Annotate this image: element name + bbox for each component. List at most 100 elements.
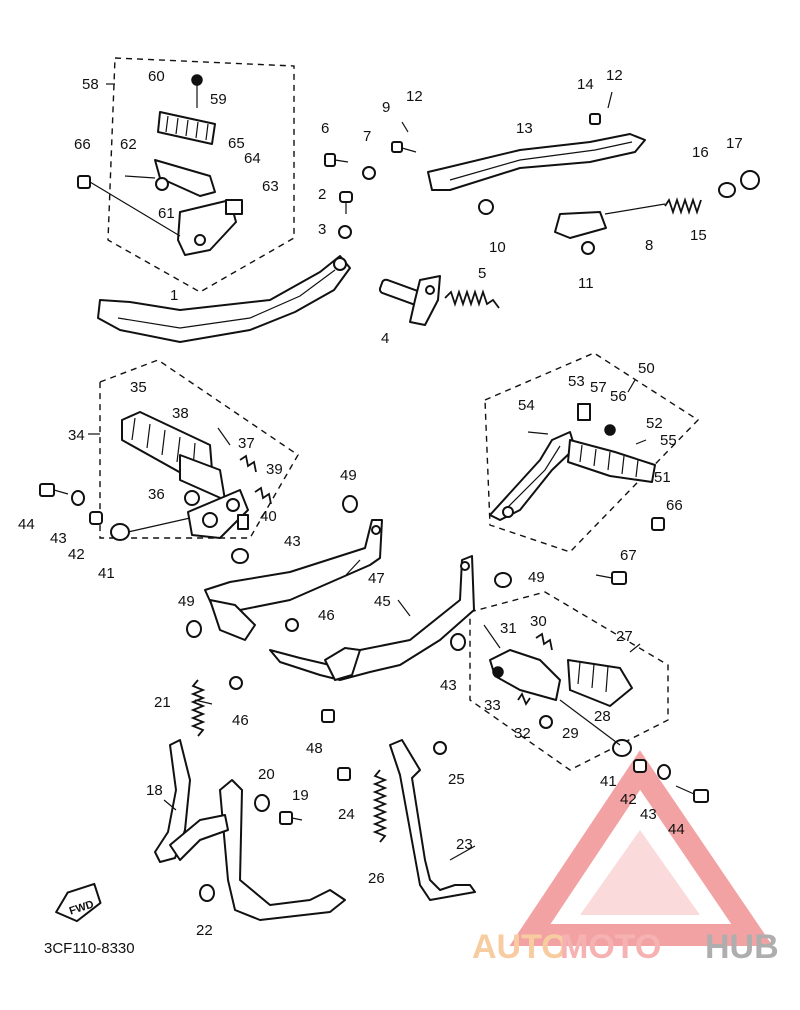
callout-43d: 43 <box>640 806 657 823</box>
callout-62: 62 <box>120 136 137 153</box>
callout-33: 33 <box>484 697 501 714</box>
callout-37: 37 <box>238 435 255 452</box>
callout-50: 50 <box>638 360 655 377</box>
footrest-assembly-34 <box>121 411 272 539</box>
callout-43c: 43 <box>440 677 457 694</box>
callout-22: 22 <box>196 922 213 939</box>
callout-43a: 43 <box>50 530 67 547</box>
callout-46b: 46 <box>232 712 249 729</box>
drawing-code: 3CF110-8330 <box>44 940 135 957</box>
callout-57: 57 <box>590 379 607 396</box>
callout-32: 32 <box>514 725 531 742</box>
callout-24: 24 <box>338 806 355 823</box>
callout-12a: 12 <box>406 88 423 105</box>
callout-12b: 12 <box>606 67 623 84</box>
callout-19: 19 <box>292 787 309 804</box>
callout-44a: 44 <box>18 516 35 533</box>
leader-lines <box>88 83 641 861</box>
callout-38: 38 <box>172 405 189 422</box>
footrest-assembly-27 <box>483 624 633 729</box>
callout-42b: 42 <box>620 791 637 808</box>
callout-17: 17 <box>726 135 743 152</box>
left-hardware <box>39 483 249 564</box>
callout-28: 28 <box>594 708 611 725</box>
callout-3: 3 <box>318 221 326 238</box>
callout-labels: 1 2 3 4 5 6 7 8 9 10 11 12 12 13 14 15 1… <box>18 67 743 939</box>
callout-64: 64 <box>244 150 261 167</box>
callout-60: 60 <box>148 68 165 85</box>
callout-61: 61 <box>158 205 175 222</box>
callout-13: 13 <box>516 120 533 137</box>
callout-4: 4 <box>381 330 389 347</box>
callout-14: 14 <box>577 76 594 93</box>
callout-51: 51 <box>654 469 671 486</box>
callout-42a: 42 <box>68 546 85 563</box>
callout-56: 56 <box>610 388 627 405</box>
callout-27: 27 <box>616 628 633 645</box>
footrest-assembly-50 <box>489 403 665 585</box>
callout-53: 53 <box>568 373 585 390</box>
callout-45: 45 <box>374 593 391 610</box>
callout-6: 6 <box>321 120 329 137</box>
callout-66a: 66 <box>74 136 91 153</box>
callout-21: 21 <box>154 694 171 711</box>
watermark-moto: MOTO <box>560 928 661 966</box>
callout-16: 16 <box>692 144 709 161</box>
mid-brackets <box>186 495 512 690</box>
rider-bracket-assembly <box>97 91 760 343</box>
callout-26: 26 <box>368 870 385 887</box>
callout-52: 52 <box>646 415 663 432</box>
callout-59: 59 <box>210 91 227 108</box>
callout-20: 20 <box>258 766 275 783</box>
callout-41b: 41 <box>600 773 617 790</box>
footrest-assembly-58 <box>77 74 243 256</box>
callout-30: 30 <box>530 613 547 630</box>
callout-18: 18 <box>146 782 163 799</box>
callout-23: 23 <box>456 836 473 853</box>
watermark-hub: HUB <box>705 928 779 966</box>
callout-7: 7 <box>363 128 371 145</box>
callout-35: 35 <box>130 379 147 396</box>
callout-66b: 66 <box>666 497 683 514</box>
callout-63: 63 <box>262 178 279 195</box>
callout-47: 47 <box>368 570 385 587</box>
callout-11: 11 <box>578 275 594 292</box>
callout-25: 25 <box>448 771 465 788</box>
fwd-arrow-icon: FWD <box>55 882 102 923</box>
callout-49c: 49 <box>178 593 195 610</box>
callout-67: 67 <box>620 547 637 564</box>
callout-36: 36 <box>148 486 165 503</box>
callout-15: 15 <box>690 227 707 244</box>
callout-65: 65 <box>228 135 245 152</box>
callout-54: 54 <box>518 397 535 414</box>
callout-9: 9 <box>382 99 390 116</box>
callout-1: 1 <box>170 287 178 304</box>
callout-5: 5 <box>478 265 486 282</box>
watermark-auto: AUTO <box>472 928 568 966</box>
callout-44b: 44 <box>668 821 685 838</box>
assembly-box-58 <box>107 57 295 293</box>
right-hardware <box>559 699 709 803</box>
callout-8: 8 <box>645 237 653 254</box>
callout-46a: 46 <box>318 607 335 624</box>
callout-49b: 49 <box>528 569 545 586</box>
callout-2: 2 <box>318 186 326 203</box>
callout-40: 40 <box>260 508 277 525</box>
callout-41a: 41 <box>98 565 115 582</box>
assembly-box-27 <box>469 591 669 771</box>
callout-10: 10 <box>489 239 506 256</box>
callout-43b: 43 <box>284 533 301 550</box>
callout-31: 31 <box>500 620 517 637</box>
callout-34: 34 <box>68 427 85 444</box>
callout-39: 39 <box>266 461 283 478</box>
watermark-logo: AUTO MOTO HUB <box>472 750 779 966</box>
callout-49a: 49 <box>340 467 357 484</box>
callout-55: 55 <box>660 432 677 449</box>
stands <box>154 679 476 921</box>
callout-48: 48 <box>306 740 323 757</box>
callout-29: 29 <box>562 725 579 742</box>
assembly-box-50 <box>484 352 700 553</box>
assembly-box-34 <box>99 359 299 539</box>
callout-58: 58 <box>82 76 99 93</box>
